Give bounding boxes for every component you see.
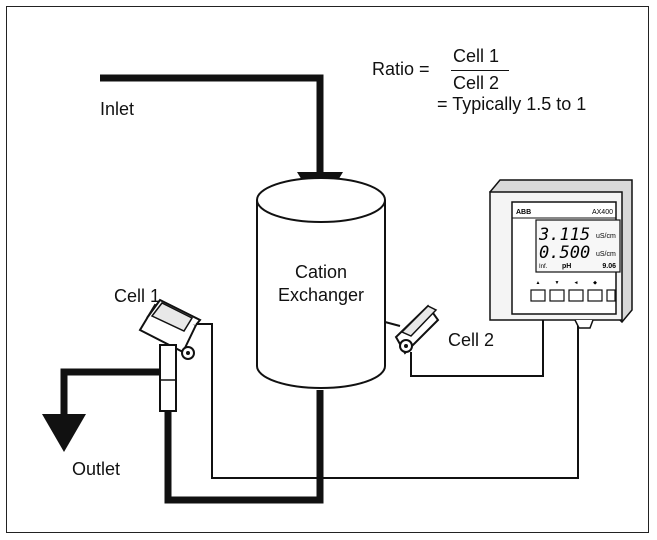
svg-text:◄: ◄ (574, 280, 579, 286)
cation-exchanger-vessel (256, 177, 386, 389)
analyzer-reading1-unit: uS/cm (596, 233, 616, 240)
analyzer-brand: ABB (516, 209, 531, 216)
cell1-sensor-icon (138, 298, 202, 412)
analyzer-status-left: Inf. (539, 264, 548, 270)
analyzer-model: AX400 (592, 209, 613, 216)
svg-text:▼: ▼ (555, 280, 560, 286)
analyzer-key-4 (587, 289, 603, 302)
cell2-label: Cell 2 (448, 330, 495, 350)
cell2-cable (410, 320, 544, 377)
ratio-fraction-bar (451, 70, 509, 71)
analyzer-key-1 (530, 289, 546, 302)
cell1-label: Cell 1 (114, 286, 161, 306)
cell2-sensor-icon (384, 304, 440, 355)
ratio-denominator: Cell 2 (453, 73, 500, 93)
vessel-label-line1: Cation (294, 262, 348, 282)
cell1-cable (196, 320, 579, 479)
ratio-typical: = Typically 1.5 to 1 (437, 94, 587, 114)
analyzer-key-5 (606, 289, 616, 302)
inlet-label: Inlet (100, 99, 135, 119)
figure-frame (6, 6, 649, 533)
analyzer-status-right: 9.06 (602, 263, 616, 270)
outlet-pipe (164, 390, 324, 504)
outlet-pipe-to-drain (60, 368, 172, 420)
analyzer-reading1-value: 3.115 (538, 225, 590, 245)
ratio-numerator: Cell 1 (453, 46, 500, 66)
vessel-label-line2: Exchanger (277, 285, 365, 305)
analyzer-housing (488, 179, 633, 329)
analyzer-keypad: ▲ ▼ ◄ ◆ (530, 280, 616, 302)
ratio-label: Ratio = (372, 59, 430, 79)
outlet-label: Outlet (72, 459, 121, 479)
svg-text:◆: ◆ (593, 280, 597, 286)
analyzer-reading2-unit: uS/cm (596, 251, 616, 258)
outlet-arrow-icon (42, 414, 86, 452)
analyzer-key-2 (549, 289, 565, 302)
svg-text:▲: ▲ (536, 280, 541, 286)
analyzer-reading2-value: 0.500 (539, 243, 590, 263)
inlet-pipe (100, 74, 324, 178)
analyzer-key-3 (568, 289, 584, 302)
analyzer-status-mid: pH (562, 263, 571, 270)
